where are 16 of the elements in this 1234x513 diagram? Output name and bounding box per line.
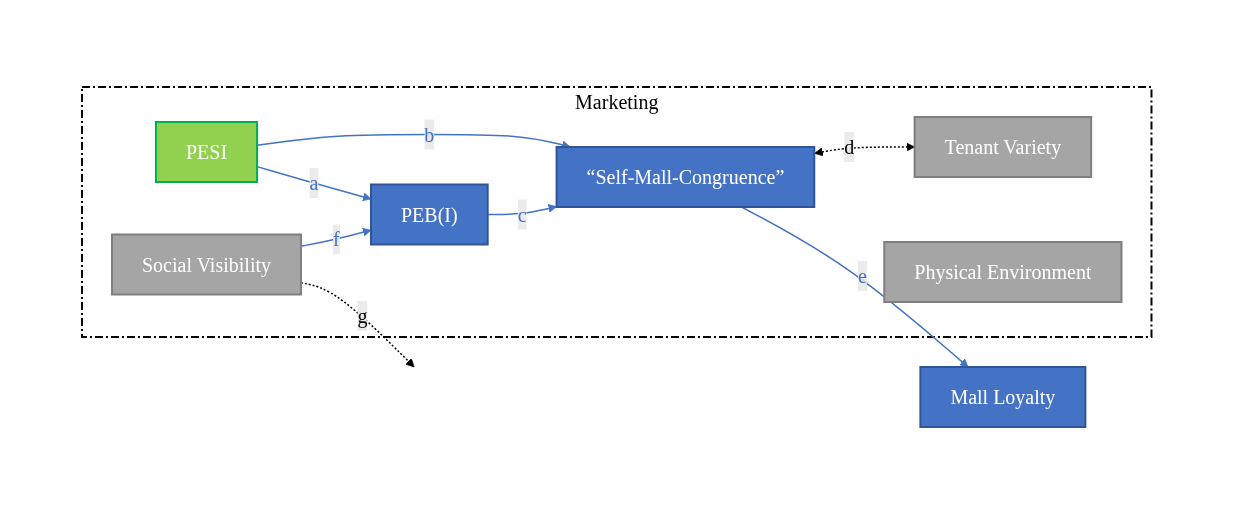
edge-label: f <box>333 227 340 250</box>
node-box: Physical Environment <box>883 240 1123 303</box>
edge-label: g <box>357 304 368 327</box>
arrow <box>487 203 558 215</box>
edge-label: a <box>309 171 319 194</box>
edge-label: b <box>424 123 435 145</box>
edge-label: d <box>844 135 855 158</box>
arrow <box>741 205 969 367</box>
node-box: Tenant Variety <box>913 115 1093 178</box>
edge-label: c <box>517 203 527 225</box>
node-box: PEB(I) <box>370 183 489 245</box>
node-box: PESI <box>155 120 259 183</box>
node-box: Mall Loyalty <box>919 365 1087 428</box>
edge-label: e <box>858 264 868 287</box>
node-box: Social Visibility <box>111 233 303 295</box>
node-box: “Self-Mall-Congruence” <box>555 145 816 208</box>
